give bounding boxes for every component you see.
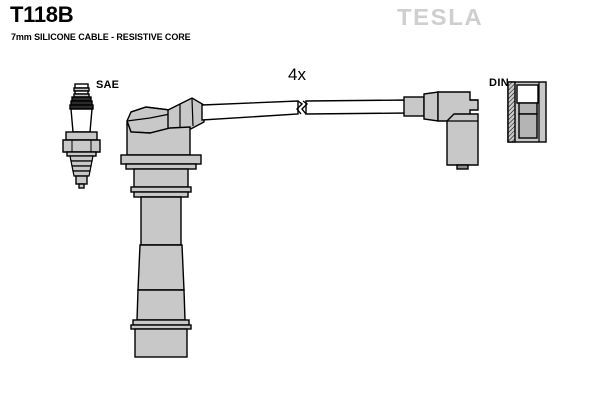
din-terminal-icon (507, 81, 547, 143)
quantity-label: 4x (288, 65, 306, 84)
sae-label: SAE (96, 79, 120, 91)
spark-plug-boot (120, 97, 205, 358)
ignition-cable (201, 99, 409, 121)
part-description: 7mm SILICONE CABLE - RESISTIVE CORE (11, 32, 191, 42)
din-label: DIN (489, 77, 510, 89)
brand-logo-tesla: TESLA (397, 4, 484, 30)
page-title: T118B (10, 2, 74, 27)
spark-plug-icon (62, 83, 101, 189)
distributor-boot (403, 91, 479, 170)
cable-break-symbol (296, 100, 309, 115)
